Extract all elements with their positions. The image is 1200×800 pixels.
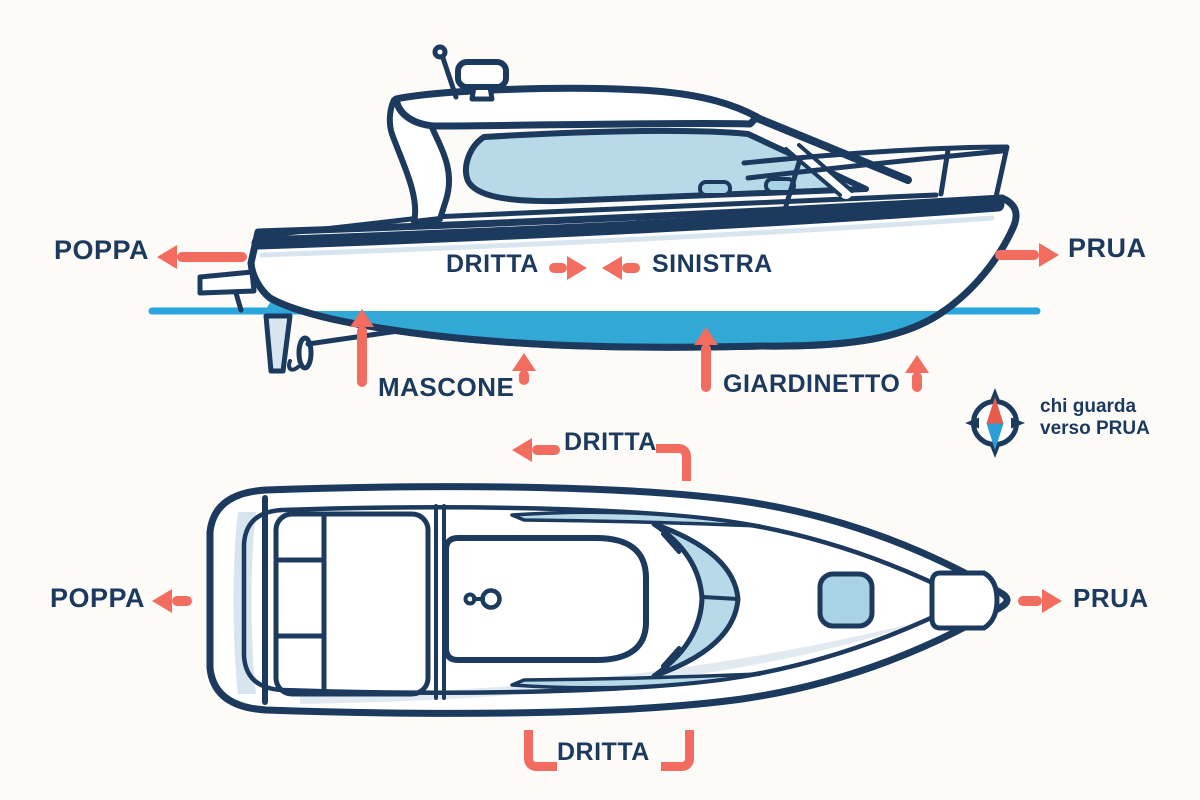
dritta-side-label: DRITTA: [446, 250, 539, 278]
portlight: [698, 180, 732, 197]
foredeck-hatch: [817, 571, 875, 629]
cabin-support: [386, 94, 453, 225]
compass-icon: [965, 388, 1025, 458]
mascone-arrow-up-small-icon: [519, 370, 529, 385]
radar-dome: [455, 59, 509, 90]
dritta-top-label: DRITTA: [564, 428, 657, 456]
hardtop-roof: [392, 84, 761, 130]
prua-top-arrow-right-icon: [1018, 596, 1042, 606]
dritta-bottom-label: DRITTA: [557, 738, 650, 766]
sinistra-side-label: SINISTRA: [652, 250, 773, 278]
gunwale-sweep: [510, 510, 762, 528]
compass-caption-line1: chi guarda: [1040, 396, 1137, 417]
windshield-top: [651, 521, 741, 679]
sheer-stripe: [251, 198, 1005, 250]
boat-top-view-illustration: [206, 483, 1011, 717]
poppa-top-arrow-left-icon: [172, 596, 192, 606]
giardinetto-label: GIARDINETTO: [723, 370, 901, 398]
swim-platform: [197, 269, 257, 296]
dritta-bottom-right-bracket-icon: [661, 730, 694, 771]
dritta-top-arrow-left-icon: [532, 445, 560, 455]
poppa-arrow-left-icon: [177, 252, 247, 262]
bow-railing: [741, 144, 1010, 200]
compass-caption: chi guarda verso PRUA: [1040, 396, 1150, 440]
dritta-top-corner-bracket-icon: [656, 444, 691, 481]
prua-side-label: PRUA: [1068, 233, 1147, 263]
prua-top-label: PRUA: [1073, 583, 1149, 613]
skeg: [263, 313, 293, 374]
dritta-arrow-right-icon: [549, 263, 567, 273]
mascone-label: MASCONE: [378, 372, 515, 402]
giardinetto-arrow-up-icon: [701, 344, 711, 392]
poppa-top-label: POPPA: [50, 583, 146, 613]
sinistra-arrow-left-icon: [622, 263, 640, 273]
propeller: [296, 335, 314, 371]
cockpit: [273, 511, 431, 697]
cabin-roof-top: [443, 535, 649, 663]
antenna: [440, 55, 459, 100]
compass-caption-line2: verso PRUA: [1040, 418, 1150, 439]
mascone-arrow-up-icon: [357, 326, 367, 387]
gunwale-sweep: [510, 672, 762, 690]
dritta-bottom-left-bracket-icon: [524, 730, 557, 771]
giardinetto-arrow-up-small-icon: [912, 372, 922, 392]
bow-locker: [929, 570, 1000, 631]
prua-arrow-right-icon: [995, 250, 1039, 260]
poppa-side-label: POPPA: [54, 235, 150, 265]
